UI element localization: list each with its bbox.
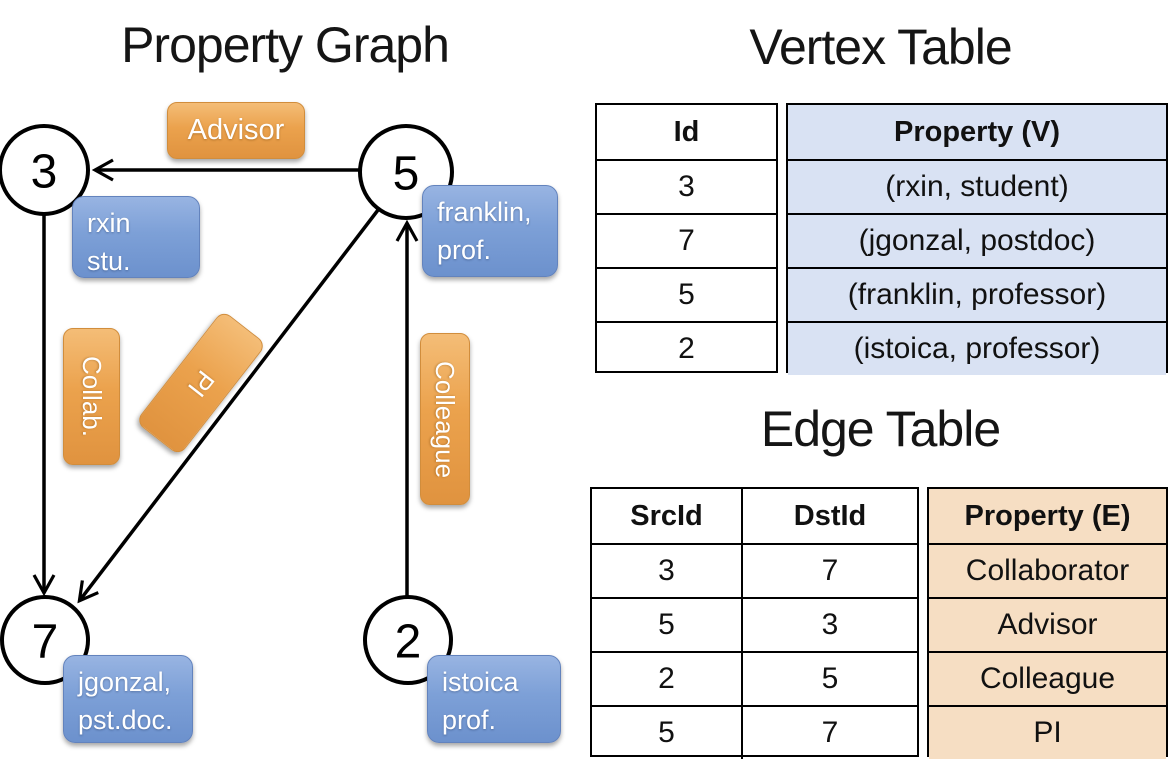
edge-label-advisor: Advisor [167, 102, 305, 159]
edge-table-srcid-cell: 5 [592, 597, 741, 651]
vertex-table-property-column: Property (V) (rxin, student) (jgonzal, p… [786, 103, 1168, 375]
vertex-table-property-cell: (jgonzal, postdoc) [788, 213, 1166, 267]
vertex-label-istoica-line2: prof. [442, 704, 497, 735]
edge-label-colleague-text: Colleague [430, 360, 461, 478]
vertex-label-franklin: franklin, prof. [422, 185, 558, 277]
vertex-label-franklin-line2: prof. [437, 234, 492, 265]
vertex-table-id-header: Id [673, 115, 700, 148]
edge-table-property-cell: Colleague [929, 651, 1166, 705]
vertex-label-istoica-line1: istoica [442, 667, 519, 697]
edge-label-collab: Collab. [63, 328, 120, 465]
edge-table-srcid-cell: 2 [592, 651, 741, 705]
vertex-label-franklin-line1: franklin, [437, 197, 532, 227]
edge-table-property-header: Property (E) [929, 489, 1166, 543]
edge-table-dstid-cell: 7 [741, 543, 917, 597]
edge-table-dstid-cell: 5 [741, 651, 917, 705]
edge-table-property-cell: PI [929, 705, 1166, 759]
edge-table-property-cell: Advisor [929, 597, 1166, 651]
property-graph-title: Property Graph [121, 17, 450, 73]
edge-label-pi-text: PI [182, 364, 221, 403]
edge-pi-5-to-7 [80, 208, 380, 600]
node-circle-3 [0, 124, 90, 216]
vertex-table-id-column: Id 3 7 5 2 [595, 103, 778, 373]
vertex-label-istoica: istoica prof. [427, 655, 561, 743]
vertex-table-property-header: Property (V) [788, 105, 1166, 159]
edge-table-title: Edge Table [760, 401, 1001, 457]
node-id-3: 3 [31, 146, 58, 199]
edge-label-collab-text: Collab. [77, 356, 107, 437]
vertex-label-jgonzal: jgonzal, pst.doc. [63, 655, 193, 743]
edge-table-srcid-header: SrcId [630, 499, 703, 532]
node-id-2: 2 [395, 616, 422, 669]
edge-table-dstid-cell: 3 [741, 597, 917, 651]
edge-table-srcid-cell: 5 [592, 705, 741, 759]
edge-label-colleague: Colleague [420, 333, 470, 505]
vertex-table-property-cell: (rxin, student) [788, 159, 1166, 213]
vertex-table-property-cell: (istoica, professor) [788, 321, 1166, 375]
vertex-table-title: Vertex Table [749, 19, 1012, 75]
edge-table-property-column: Property (E) Collaborator Advisor Collea… [927, 487, 1168, 759]
node-id-7: 7 [32, 616, 59, 669]
vertex-table-id-cell: 7 [597, 213, 776, 267]
vertex-table-id-cell: 2 [597, 321, 776, 375]
vertex-label-jgonzal-line1: jgonzal, [78, 667, 172, 697]
vertex-label-jgonzal-line2: pst.doc. [78, 704, 173, 735]
vertex-table-id-cell: 5 [597, 267, 776, 321]
edge-table-dstid-header: DstId [741, 489, 917, 543]
edge-table-srcid-cell: 3 [592, 543, 741, 597]
edge-table-dstid-cell: 7 [741, 705, 917, 759]
edge-table-property-cell: Collaborator [929, 543, 1166, 597]
vertex-label-rxin-line1: rxin [87, 208, 131, 238]
vertex-table-id-cell: 3 [597, 159, 776, 213]
edge-table-id-columns: SrcId DstId 3 7 5 3 2 5 5 7 [590, 487, 919, 759]
vertex-label-rxin-line2: stu. [87, 245, 131, 276]
vertex-table-property-cell: (franklin, professor) [788, 267, 1166, 321]
vertex-label-rxin: rxin stu. [72, 196, 200, 278]
node-id-5: 5 [393, 148, 420, 201]
edge-label-advisor-text: Advisor [187, 114, 285, 146]
